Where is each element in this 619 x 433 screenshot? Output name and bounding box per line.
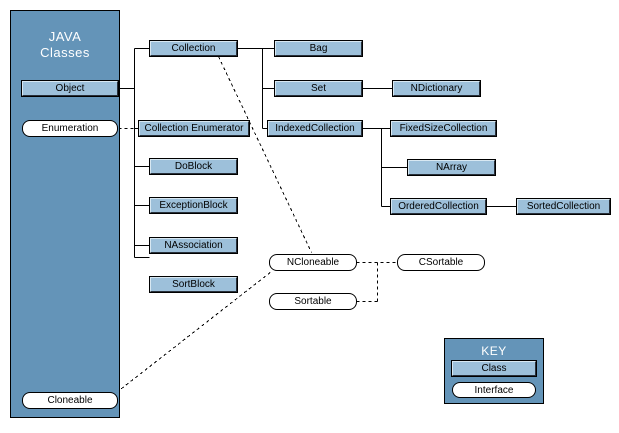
key-interface-label: Interface [474,384,514,396]
class-box-doblock[interactable]: DoBlock [149,158,238,175]
class-box-exceptionblock[interactable]: ExceptionBlock [149,197,238,214]
class-box-set[interactable]: Set [274,80,363,97]
class-label: SortedCollection [526,201,601,212]
class-label: NDictionary [410,83,463,94]
interface-box-csortable[interactable]: CSortable [397,254,485,271]
panel-title-line1: JAVA [48,29,82,44]
class-box-indexedcollection[interactable]: IndexedCollection [267,120,363,137]
class-box-sortblock[interactable]: SortBlock [149,276,238,293]
class-label: DoBlock [174,161,213,172]
class-label: NAssociation [164,240,223,251]
interface-box-enumeration[interactable]: Enumeration [22,120,118,137]
java-classes-panel: JAVA Classes [10,10,120,418]
class-box-fixedsizecollection[interactable]: FixedSizeCollection [390,120,497,137]
class-label: IndexedCollection [275,123,355,134]
class-label: NArray [435,162,468,173]
key-interface-sample: Interface [452,382,536,398]
class-box-narray[interactable]: NArray [407,159,496,176]
class-box-ndictionary[interactable]: NDictionary [392,80,481,97]
interface-label: NCloneable [286,257,340,268]
interface-label: Sortable [294,296,332,307]
key-class-sample: Class [451,360,537,377]
class-box-nassociation[interactable]: NAssociation [149,237,238,254]
interface-label: CSortable [418,257,464,268]
interface-label: Enumeration [41,123,99,134]
class-label: Set [310,83,326,94]
interface-box-ncloneable[interactable]: NCloneable [269,254,357,271]
class-box-collection[interactable]: Collection [149,40,238,57]
class-label: Bag [309,43,328,54]
class-box-object[interactable]: Object [21,80,119,97]
class-label: Collection [171,43,216,54]
class-label: OrderedCollection [398,201,479,212]
class-box-collection-enumerator[interactable]: Collection Enumerator [138,120,250,137]
class-box-orderedcollection[interactable]: OrderedCollection [390,198,487,215]
class-label: FixedSizeCollection [399,123,488,134]
key-title: KEY [481,344,507,358]
class-label: Object [55,83,85,94]
interface-label: Cloneable [47,395,93,406]
panel-title-line2: Classes [40,45,90,60]
key-class-label: Class [481,363,507,374]
class-label: SortBlock [172,279,215,290]
class-box-sortedcollection[interactable]: SortedCollection [516,198,611,215]
class-label: Collection Enumerator [144,123,244,134]
class-box-bag[interactable]: Bag [274,40,363,57]
interface-box-sortable[interactable]: Sortable [269,293,357,310]
interface-box-cloneable[interactable]: Cloneable [22,392,118,409]
class-label: ExceptionBlock [159,200,228,211]
